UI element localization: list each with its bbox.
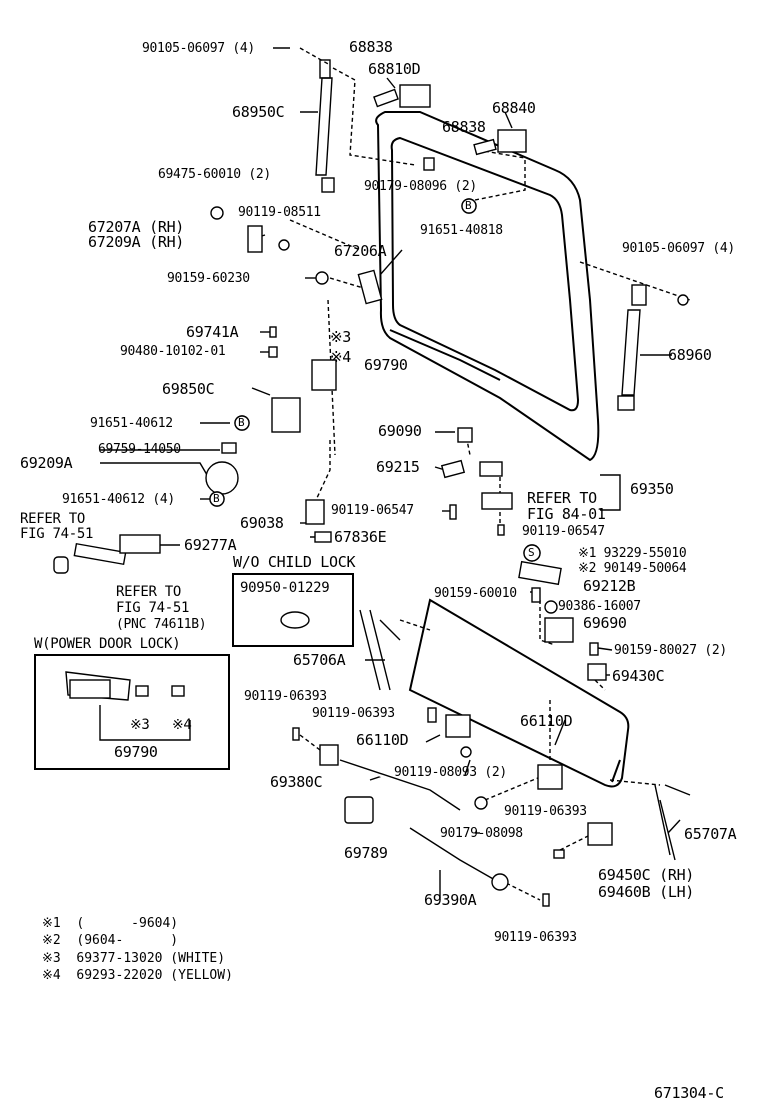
part-label: 69790 — [364, 356, 408, 374]
child-lock-part: 90950-01229 — [240, 580, 330, 596]
part-label: ※4 — [330, 348, 351, 366]
part-label: REFER TO — [527, 489, 597, 507]
power-lock-mark-4: ※4 — [172, 717, 192, 733]
part-label: 69215 — [376, 458, 420, 476]
part-label: 67206A — [334, 242, 387, 260]
part-label: 91651-40612 — [90, 416, 173, 431]
child-lock-box: 90950-01229 — [232, 573, 354, 647]
circle-marks — [209, 198, 541, 562]
part-label: 69277A — [184, 536, 237, 554]
part-label: 67207A (RH) — [88, 218, 185, 236]
part-label: 68840 — [492, 99, 536, 117]
part-label: 90159-60230 — [167, 271, 250, 286]
part-label: 90119-08093 (2) — [394, 765, 507, 780]
power-lock-title: W(POWER DOOR LOCK) — [34, 636, 181, 652]
part-label: 69741A — [186, 323, 239, 341]
part-label: 69380C — [270, 773, 323, 791]
part-label: 90119-06547 — [522, 524, 605, 539]
refer-top-left-2: FIG 74-51 — [20, 526, 94, 542]
part-label: 65706A — [293, 651, 346, 669]
part-label: 68960 — [668, 346, 712, 364]
circle-b-1: B — [465, 199, 472, 212]
footnote-2: ※2 (9604- ) — [42, 933, 179, 948]
part-label: 90119-06393 — [244, 689, 327, 704]
footnote-3: ※3 69377-13020 (WHITE) — [42, 951, 226, 966]
footnote-4: ※4 69293-22020 (YELLOW) — [42, 968, 233, 983]
part-label: 69460B (LH) — [598, 883, 695, 901]
part-label: 69475-60010 (2) — [158, 167, 271, 182]
circle-s: S — [528, 546, 535, 559]
part-label: 65707A — [684, 825, 737, 843]
part-label: 68810D — [368, 60, 421, 78]
part-label: 90105-06097 (4) — [622, 241, 735, 256]
part-label: 69450C (RH) — [598, 866, 695, 884]
small-parts — [53, 84, 691, 907]
part-label: 69759-14050 — [98, 442, 181, 457]
part-label: 90480-10102-01 — [120, 344, 226, 359]
footnote-1: ※1 ( -9604) — [42, 916, 179, 931]
part-label: FIG 84-01 — [527, 505, 606, 523]
refer-top-left-1: REFER TO — [20, 511, 86, 527]
part-label: ※3 — [330, 328, 351, 346]
part-label: 67836E — [334, 528, 387, 546]
power-lock-parts — [65, 671, 191, 741]
part-label: 90159-60010 — [434, 586, 517, 601]
part-label: 90159-80027 (2) — [614, 643, 727, 658]
part-label: 69090 — [378, 422, 422, 440]
struts — [315, 59, 647, 411]
part-label: 91651-40818 — [420, 223, 503, 238]
child-lock-title: W/O CHILD LOCK — [233, 553, 356, 571]
power-lock-mark-3: ※3 — [130, 717, 150, 733]
power-lock-part: 69790 — [114, 743, 158, 761]
part-label: ※1 93229-55010 — [578, 546, 687, 561]
part-label: 90386-16007 — [558, 599, 641, 614]
part-label: 90119-06547 — [331, 503, 414, 518]
part-label: 69212B — [583, 577, 636, 595]
part-label: 90119-06393 — [494, 930, 577, 945]
refer-handle-2: FIG 74-51 — [116, 600, 190, 616]
part-label: 66110D — [356, 731, 409, 749]
figure-id: 671304-C — [654, 1084, 724, 1102]
refer-handle-3: (PNC 74611B) — [116, 617, 207, 632]
power-lock-box: ※3 ※4 69790 — [34, 654, 230, 770]
upper-door-frame — [375, 111, 600, 462]
part-label: ※2 90149-50064 — [578, 561, 687, 576]
part-label: 66110D — [520, 712, 573, 730]
part-label: 69390A — [424, 891, 477, 909]
part-label: 67209A (RH) — [88, 233, 185, 251]
circle-b-2: B — [238, 416, 245, 429]
part-label: 90119-08511 — [238, 205, 321, 220]
part-label: 69350 — [630, 480, 674, 498]
lower-door-panel — [408, 598, 630, 788]
part-label: 68950C — [232, 103, 285, 121]
part-label: 90179-08096 (2) — [364, 179, 477, 194]
circle-b-3: B — [213, 492, 220, 505]
refer-handle-1: REFER TO — [116, 584, 182, 600]
part-label: 90119-06393 — [504, 804, 587, 819]
part-label: 68838 — [349, 38, 393, 56]
part-label: 69430C — [612, 667, 665, 685]
part-label: 91651-40612 (4) — [62, 492, 175, 507]
part-label: 69209A — [20, 454, 73, 472]
part-label: 90179-08098 — [440, 826, 523, 841]
part-label: 69789 — [344, 844, 388, 862]
part-label: 90105-06097 (4) — [142, 41, 255, 56]
part-label: 69038 — [240, 514, 284, 532]
part-label: 90119-06393 — [312, 706, 395, 721]
part-label: 68838 — [442, 118, 486, 136]
part-label: 69690 — [583, 614, 627, 632]
part-label: 69850C — [162, 380, 215, 398]
